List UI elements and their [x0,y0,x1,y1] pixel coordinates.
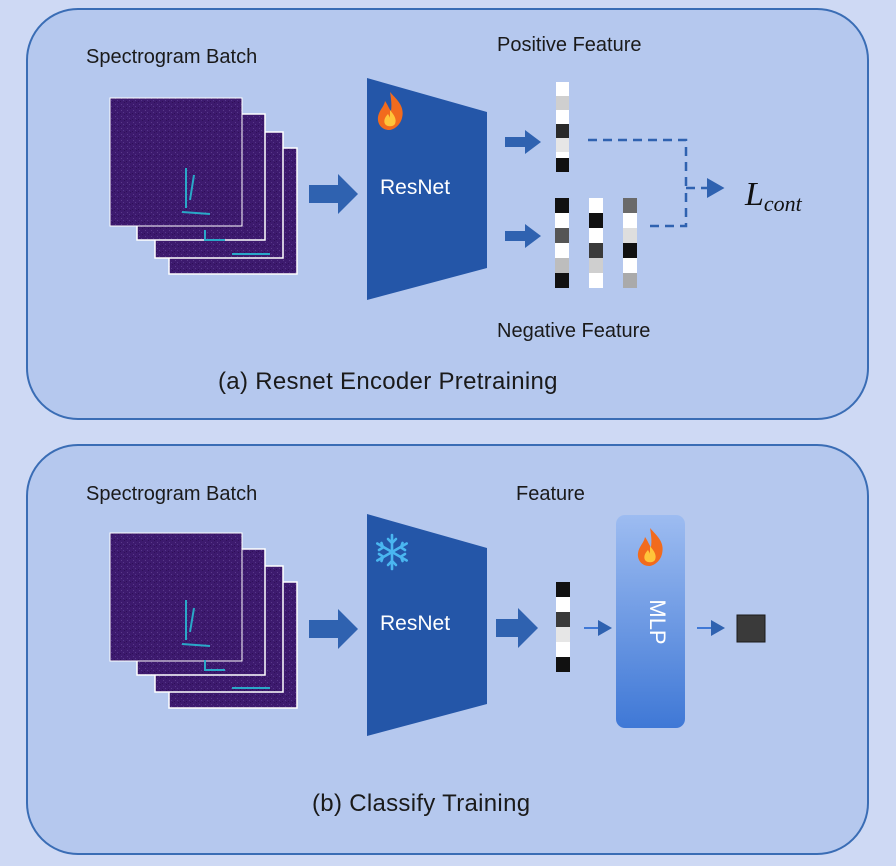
feature-label: Feature [516,483,585,505]
fire-icon [377,92,403,130]
input-arrow-a [309,174,358,214]
positive-arrow [505,130,541,154]
resnet-label-b: ResNet [380,612,450,635]
spectrogram-batch-label-b: Spectrogram Batch [86,483,258,505]
positive-feature-label: Positive Feature [497,34,642,56]
positive-feature-vector [556,82,569,172]
feature-arrow [496,608,538,648]
negative-feature-label: Negative Feature [497,320,651,342]
loss-connectors [588,138,725,228]
caption-b: (b) Classify Training [312,790,531,817]
output-square [736,614,766,643]
spectrogram-stack-b [109,532,298,709]
spectrogram-stack-a [109,97,298,275]
negative-feature-vector-1 [555,198,569,288]
input-arrow-b [309,609,358,649]
contrastive-loss-label: Lcont [745,176,802,216]
snowflake-icon [376,533,408,571]
caption-a: (a) Resnet Encoder Pretraining [218,368,558,395]
negative-arrow [505,224,541,248]
resnet-encoder-b: ResNet [367,514,487,736]
resnet-label-a: ResNet [380,176,450,199]
spectrogram-batch-label-a: Spectrogram Batch [86,46,258,68]
resnet-encoder-a: ResNet [367,78,487,300]
negative-feature-vector-3 [623,198,637,288]
feature-vector [556,582,570,672]
fire-icon [637,528,663,566]
mlp-label: MLP [645,599,670,644]
mlp-block: MLP [616,515,685,728]
negative-feature-vector-2 [589,198,603,288]
